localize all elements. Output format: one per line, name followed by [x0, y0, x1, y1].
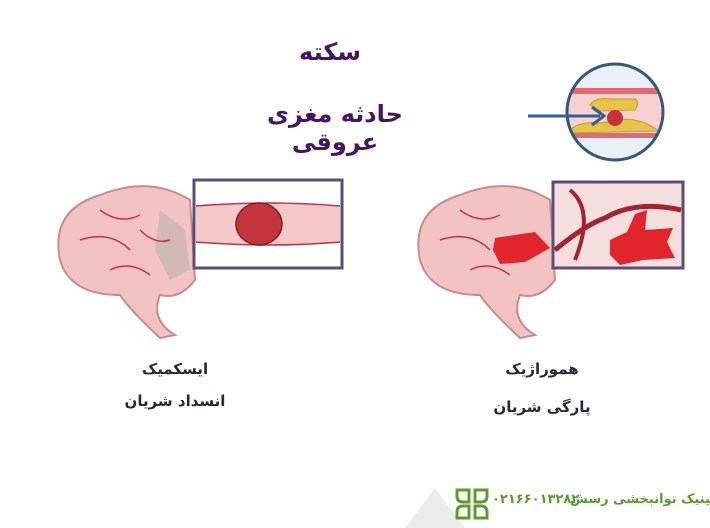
ischemic-description: انسداد شریان: [124, 392, 226, 410]
clinic-logo-icon: [455, 488, 489, 520]
hemorrhagic-description: پارگی شریان: [493, 398, 591, 416]
hemorrhagic-illustration: [405, 170, 690, 340]
ischemic-illustration: [40, 170, 350, 340]
hemorrhagic-label: هموراژیک: [505, 360, 579, 378]
page-title: سکته: [299, 38, 361, 66]
clinic-phone: ۰۲۱۶۶۰۱۳۲۸۲: [492, 492, 580, 507]
plaque-artery-icon: [520, 55, 670, 170]
clinic-name: کلینیک توانبخشی رسش: [570, 492, 710, 507]
ischemic-label: ایسکمیک: [141, 360, 209, 378]
page-subtitle: حادثه مغزی عروقی: [267, 100, 403, 156]
